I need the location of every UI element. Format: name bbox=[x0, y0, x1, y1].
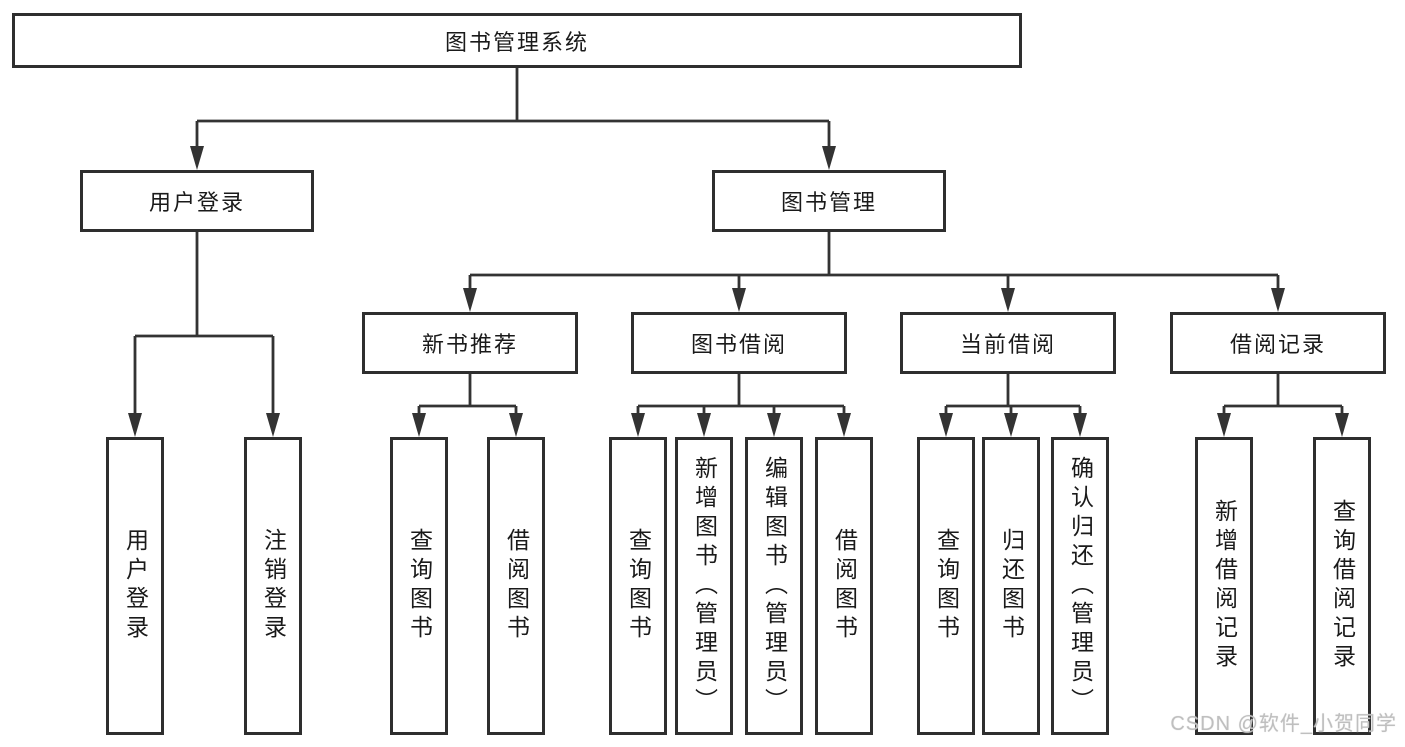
leaf-user-login: 用户登录 bbox=[106, 437, 164, 735]
leaf-recommend-query-books: 查询图书 bbox=[390, 437, 448, 735]
node-book-management: 图书管理 bbox=[712, 170, 946, 232]
node-new-book-recommend: 新书推荐 bbox=[362, 312, 578, 374]
node-book-borrowing: 图书借阅 bbox=[631, 312, 847, 374]
leaf-recommend-borrow-books: 借阅图书 bbox=[487, 437, 545, 735]
leaf-borrow-borrow-books: 借阅图书 bbox=[815, 437, 873, 735]
leaf-records-query-borrow-record: 查询借阅记录 bbox=[1313, 437, 1371, 735]
node-system-root: 图书管理系统 bbox=[12, 13, 1022, 68]
leaf-records-add-borrow-record: 新增借阅记录 bbox=[1195, 437, 1253, 735]
leaf-current-query-books: 查询图书 bbox=[917, 437, 975, 735]
leaf-logout: 注销登录 bbox=[244, 437, 302, 735]
leaf-current-confirm-return-admin: 确认归还（管理员） bbox=[1051, 437, 1109, 735]
node-user-login: 用户登录 bbox=[80, 170, 314, 232]
arrowhead-icons bbox=[128, 146, 1349, 437]
leaf-borrow-edit-books-admin: 编辑图书（管理员） bbox=[745, 437, 803, 735]
leaf-current-return-books: 归还图书 bbox=[982, 437, 1040, 735]
node-current-borrowing: 当前借阅 bbox=[900, 312, 1116, 374]
leaf-borrow-add-books-admin: 新增图书（管理员） bbox=[675, 437, 733, 735]
node-borrowing-records: 借阅记录 bbox=[1170, 312, 1386, 374]
leaf-borrow-query-books: 查询图书 bbox=[609, 437, 667, 735]
csdn-watermark: CSDN @软件_小贺同学 bbox=[1170, 713, 1397, 735]
